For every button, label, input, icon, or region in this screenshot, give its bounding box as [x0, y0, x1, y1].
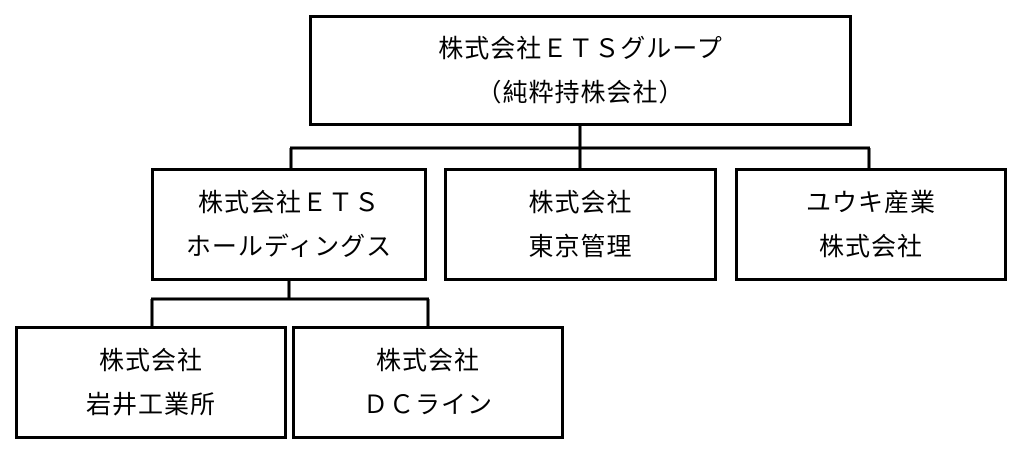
node-ets-group: 株式会社ＥＴＳグループ （純粋持株会社）: [309, 15, 852, 126]
node-line2: 株式会社: [818, 231, 923, 261]
node-line1: 株式会社ＥＴＳグループ: [438, 33, 723, 63]
node-line1: 株式会社: [375, 345, 480, 375]
node-line1: 株式会社ＥＴＳ: [197, 187, 380, 217]
node-line2: ホールディングス: [185, 231, 393, 261]
node-line2: 岩井工業所: [85, 389, 216, 419]
node-dc-line: 株式会社 ＤＣライン: [292, 326, 564, 439]
node-line2: 東京管理: [528, 231, 633, 261]
node-line2: ＤＣライン: [362, 389, 493, 419]
node-line1: ユウキ産業: [805, 187, 936, 217]
node-yuki-sangyo: ユウキ産業 株式会社: [735, 168, 1007, 281]
node-iwai-kogyosho: 株式会社 岩井工業所: [15, 326, 287, 439]
node-ets-holdings: 株式会社ＥＴＳ ホールディングス: [151, 168, 427, 281]
node-line1: 株式会社: [98, 345, 203, 375]
node-line2: （純粋持株会社）: [476, 77, 685, 107]
node-line1: 株式会社: [528, 187, 633, 217]
node-tokyo-kanri: 株式会社 東京管理: [444, 168, 717, 281]
